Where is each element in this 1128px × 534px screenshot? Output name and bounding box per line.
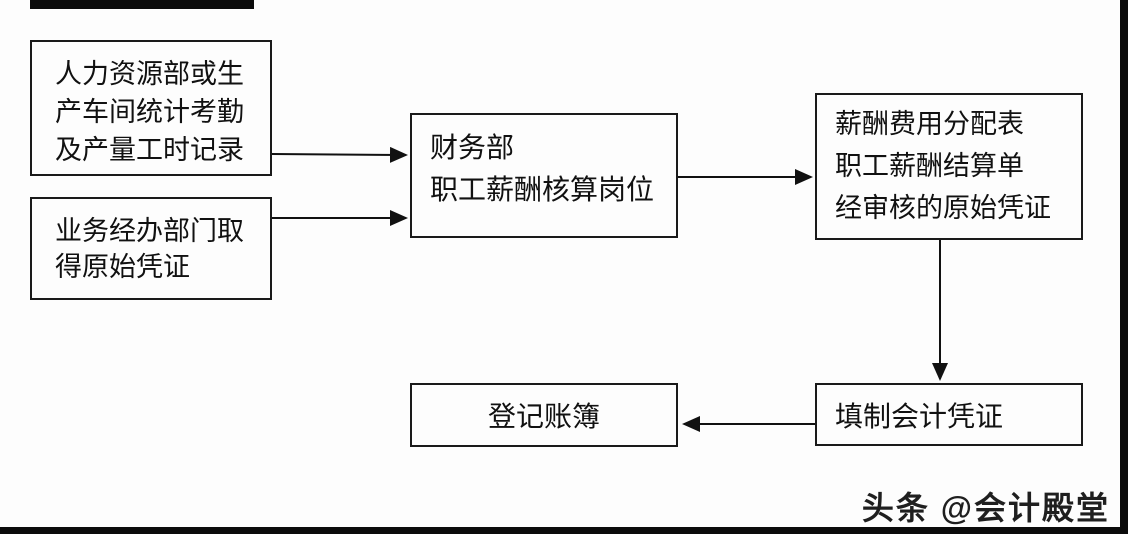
right-crop-bar <box>1120 0 1128 534</box>
node-finance-payroll-post: 财务部 职工薪酬核算岗位 <box>410 113 678 238</box>
node-payroll-documents: 薪酬费用分配表 职工薪酬结算单 经审核的原始凭证 <box>815 93 1083 240</box>
node-payroll-documents-line3: 经审核的原始凭证 <box>835 193 1051 223</box>
node-attendance-records-line1: 人力资源部或生 <box>55 59 244 89</box>
node-finance-payroll-post-line2: 职工薪酬核算岗位 <box>430 174 655 205</box>
node-payroll-documents-line1: 薪酬费用分配表 <box>835 109 1024 139</box>
node-original-vouchers-line1: 业务经办部门取 <box>55 216 244 246</box>
node-register-ledger: 登记账簿 <box>410 383 678 447</box>
node-finance-payroll-post-line1: 财务部 <box>430 132 515 163</box>
top-left-crop-bar <box>30 0 254 9</box>
node-attendance-records-line2: 产车间统计考勤 <box>55 97 244 127</box>
watermark-text: 头条 @会计殿堂 <box>861 490 1110 526</box>
bottom-crop-bar <box>0 527 1128 534</box>
node-register-ledger-label: 登记账簿 <box>487 401 600 432</box>
node-prepare-voucher-label: 填制会计凭证 <box>835 400 1004 432</box>
node-attendance-records: 人力资源部或生 产车间统计考勤 及产量工时记录 <box>30 40 272 176</box>
node-attendance-records-line3: 及产量工时记录 <box>55 135 244 165</box>
node-original-vouchers-line2: 得原始凭证 <box>55 252 190 282</box>
node-original-vouchers: 业务经办部门取 得原始凭证 <box>30 197 272 300</box>
node-prepare-voucher: 填制会计凭证 <box>815 383 1083 446</box>
node-payroll-documents-line2: 职工薪酬结算单 <box>835 151 1024 181</box>
arrow-attendance-to-finance <box>271 146 408 163</box>
